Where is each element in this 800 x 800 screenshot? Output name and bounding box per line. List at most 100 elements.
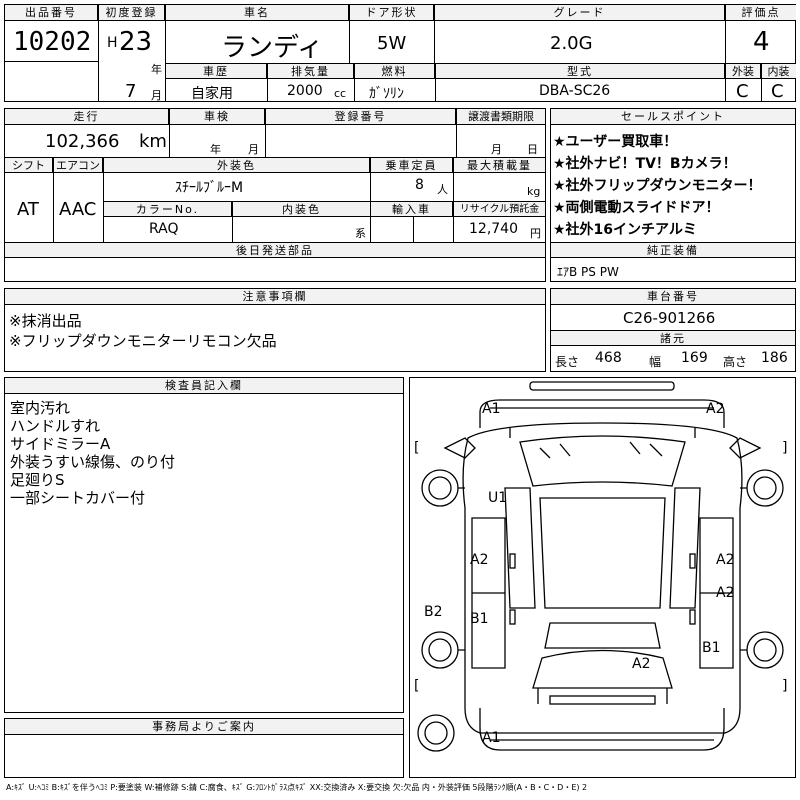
displacement: 2000 bbox=[287, 83, 323, 99]
inspector-line: 足廻りS bbox=[10, 471, 65, 489]
note-item: ※抹消出品 bbox=[9, 312, 82, 330]
exterior-color-label: 外装色 bbox=[104, 158, 370, 173]
score-label: 評価点 bbox=[726, 5, 796, 21]
inspector-label: 検査員記入欄 bbox=[5, 378, 403, 394]
inspection-label: 車検 bbox=[170, 109, 265, 125]
recycle-unit: 円 bbox=[530, 227, 541, 240]
damage-mark-b2: B2 bbox=[424, 604, 443, 620]
interior-grade: C bbox=[771, 81, 784, 102]
office-label: 事務局よりご案内 bbox=[5, 719, 403, 735]
dims-label: 諸元 bbox=[551, 331, 795, 346]
history: 自家用 bbox=[191, 86, 233, 102]
color-no: RAQ bbox=[149, 221, 179, 237]
aircon-label: エアコン bbox=[54, 158, 103, 173]
sales-points-section: セールスポイント ★ユーザー買取車！ ★社外ナビ！TV！Bカメラ！ ★社外フリッ… bbox=[550, 108, 796, 282]
mileage-unit: km bbox=[139, 131, 167, 152]
aircon: AAC bbox=[59, 199, 97, 220]
length: 468 bbox=[595, 350, 622, 366]
history-label: 車歴 bbox=[166, 64, 267, 79]
inspector-line: 外装うすい線傷、のり付 bbox=[10, 453, 176, 471]
import-label: 輸入車 bbox=[371, 202, 453, 217]
bracket: ] bbox=[782, 440, 788, 456]
inspector-line: 室内汚れ bbox=[10, 399, 71, 417]
sales-point-item: ★両側電動スライドドア！ bbox=[553, 200, 720, 216]
damage-mark-a2-right-rear: A2 bbox=[716, 585, 735, 601]
chassis-label: 車台番号 bbox=[551, 289, 795, 305]
inspector-line: サイドミラーA bbox=[10, 435, 111, 453]
notes-label: 注意事項欄 bbox=[5, 289, 545, 305]
registration-month: 7 bbox=[125, 81, 137, 102]
equipment: ｴｱB PS PW bbox=[557, 265, 619, 279]
transfer-month: 月 bbox=[491, 143, 502, 156]
door-label: ドア形状 bbox=[350, 5, 434, 21]
fuel-label: 燃料 bbox=[355, 64, 435, 79]
bracket: ] bbox=[782, 678, 788, 694]
capacity-label: 乗車定員 bbox=[371, 158, 453, 173]
color-no-label: カラーNo. bbox=[104, 202, 232, 217]
car-name: ランディ bbox=[221, 33, 324, 63]
first-registration-label: 初度登録 bbox=[99, 5, 165, 21]
shift-label: シフト bbox=[5, 158, 53, 173]
height-label: 高さ bbox=[723, 355, 748, 369]
capacity: 8 bbox=[415, 177, 424, 193]
interior-grade-label: 内装 bbox=[761, 64, 796, 79]
exterior-grade: C bbox=[736, 81, 749, 102]
damage-mark-b1-left: B1 bbox=[470, 611, 489, 627]
car-diagram: A1 A2 [ ] U1 A2 A2 A2 B2 B1 B1 A2 [ ] A1 bbox=[409, 377, 796, 778]
legend: A:ｷｽﾞ U:ﾍｺﾐ B:ｷｽﾞを伴うﾍｺﾐ P:要塗装 W:補修跡 S:錆 … bbox=[6, 783, 588, 792]
interior-color-label: 内装色 bbox=[233, 202, 371, 217]
transfer-day: 日 bbox=[527, 143, 538, 156]
year-unit: 年 bbox=[151, 63, 162, 76]
width-label: 幅 bbox=[649, 355, 662, 369]
max-load-unit: kg bbox=[527, 185, 541, 198]
damage-mark-u1: U1 bbox=[488, 490, 508, 506]
damage-mark-a2-left-door: A2 bbox=[470, 552, 489, 568]
damage-mark-a1-rear: A1 bbox=[482, 730, 501, 746]
sales-point-item: ★社外フリップダウンモニター！ bbox=[553, 178, 762, 194]
damage-mark-a2-right-door: A2 bbox=[716, 552, 735, 568]
damage-mark-a2-front: A2 bbox=[706, 401, 725, 417]
bracket: [ bbox=[414, 440, 420, 456]
chassis-section: 車台番号 C26-901266 諸元 長さ 468 幅 169 高さ 186 bbox=[550, 288, 796, 372]
later-parts-label: 後日発送部品 bbox=[5, 243, 545, 258]
exterior-color: ｽﾁｰﾙﾌﾞﾙｰM bbox=[175, 180, 244, 196]
damage-mark-a2-rear: A2 bbox=[632, 656, 651, 672]
inspection-month: 月 bbox=[248, 143, 259, 156]
recycle-fee: 12,740 bbox=[469, 221, 518, 237]
damage-mark-b1-right: B1 bbox=[702, 640, 721, 656]
inspector-line: 一部シートカバー付 bbox=[10, 489, 146, 507]
car-outline-diagram bbox=[417, 381, 784, 752]
mileage-label: 走行 bbox=[5, 109, 169, 125]
header-section: 出品番号 10202 初度登録 H 23 年 7 月 車名 ランディ ドア形状 … bbox=[4, 4, 796, 102]
era: H bbox=[107, 35, 118, 51]
damage-mark-a1-front: A1 bbox=[482, 401, 501, 417]
lot-number: 10202 bbox=[13, 27, 92, 57]
fuel: ｶﾞｿﾘﾝ bbox=[369, 86, 404, 102]
transfer-deadline-label: 譲渡書類期限 bbox=[457, 109, 545, 125]
vehicle-info-section: 走行 102,366 km 車検 年 月 登録番号 譲渡書類期限 月 日 シフト… bbox=[4, 108, 546, 282]
sales-point-item: ★社外16インチアルミ bbox=[553, 222, 697, 238]
registration-year: 23 bbox=[119, 27, 153, 57]
capacity-unit: 人 bbox=[437, 183, 448, 196]
bracket: [ bbox=[414, 678, 420, 694]
displacement-label: 排気量 bbox=[268, 64, 354, 79]
car-name-label: 車名 bbox=[166, 5, 349, 21]
equipment-label: 純正装備 bbox=[551, 243, 795, 258]
notes-section: 注意事項欄 ※抹消出品 ※フリップダウンモニターリモコン欠品 bbox=[4, 288, 546, 372]
model-code: DBA-SC26 bbox=[539, 83, 611, 99]
door-type: 5W bbox=[377, 33, 407, 54]
width: 169 bbox=[681, 350, 708, 366]
model-label: 型式 bbox=[436, 64, 725, 79]
grade: 2.0G bbox=[550, 33, 593, 54]
chassis-number: C26-901266 bbox=[623, 309, 716, 327]
sales-point-item: ★ユーザー買取車！ bbox=[553, 134, 678, 150]
inspector-line: ハンドルすれ bbox=[10, 417, 101, 435]
sales-points-label: セールスポイント bbox=[551, 109, 795, 125]
score: 4 bbox=[753, 27, 770, 57]
height: 186 bbox=[761, 350, 788, 366]
inspection-year: 年 bbox=[210, 143, 221, 156]
sales-point-item: ★社外ナビ！TV！Bカメラ！ bbox=[553, 156, 737, 172]
shift: AT bbox=[17, 199, 39, 220]
plate-label: 登録番号 bbox=[266, 109, 456, 125]
interior-color-unit: 系 bbox=[355, 227, 366, 240]
